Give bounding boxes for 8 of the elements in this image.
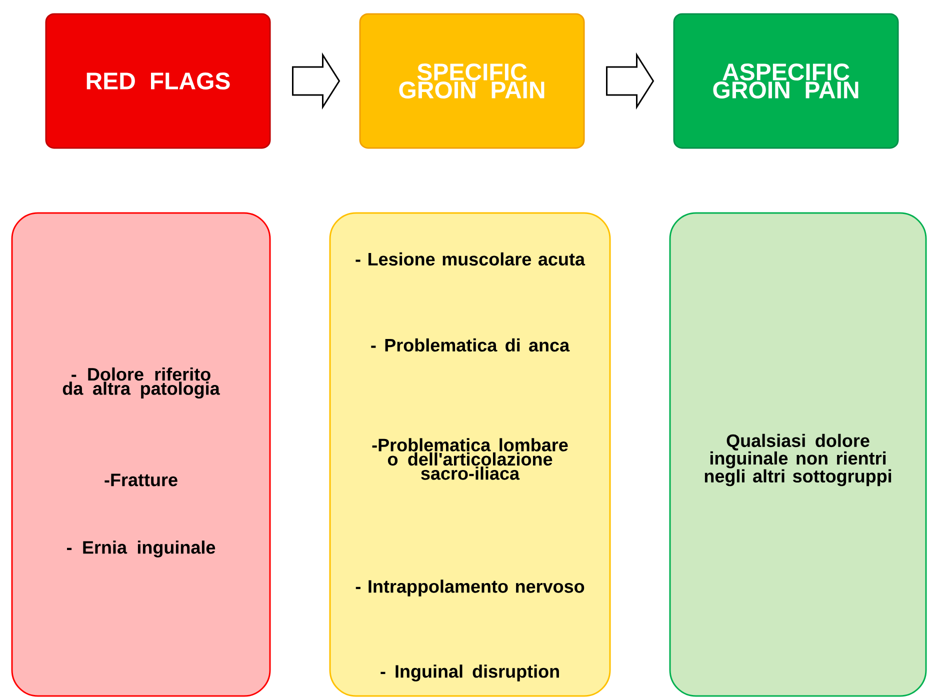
list-box: - Lesione muscolare acuta - Problematica di anca -Problematica lombare o dell'articolazione sacro-iliaca - Intrappolamento nervoso - Inguinal disruption xyxy=(329,212,611,697)
title-box: RED FLAGS xyxy=(45,13,271,149)
list-box: Qualsiasi dolore inguinale non rientri negli altri sottogruppi xyxy=(669,212,927,697)
block-arrow xyxy=(606,52,654,110)
title-box: SPECIFIC GROIN PAIN xyxy=(359,13,585,149)
block-arrow xyxy=(292,52,340,110)
title-box: ASPECIFIC GROIN PAIN xyxy=(673,13,899,149)
list-box: - Dolore riferito da altra patologia -Fratture - Ernia inguinale xyxy=(11,212,271,697)
